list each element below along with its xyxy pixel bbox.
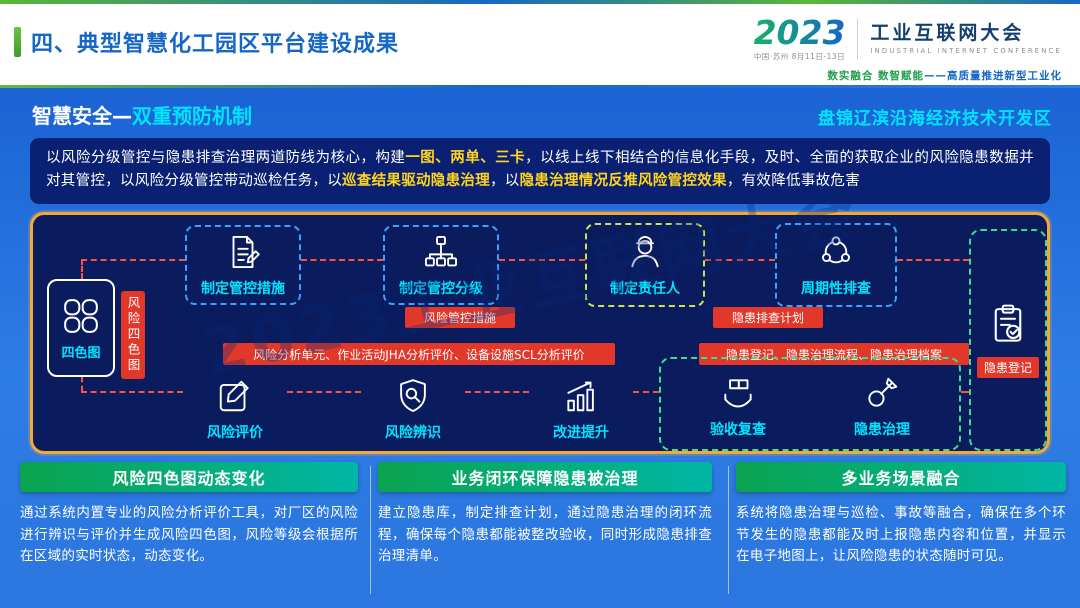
pencil-square-icon [219, 380, 249, 411]
logo-name: 工业互联网大会 [870, 22, 1025, 45]
top-accent-strip [0, 0, 1080, 4]
intro-paragraph: 以风险分级管控与隐患排查治理两道防线为核心，构建一图、两单、三卡，以线上线下相结… [30, 138, 1050, 204]
connector [301, 259, 383, 261]
hierarchy-icon [425, 235, 457, 266]
node-risk-evaluation: 风险评价 [183, 369, 287, 449]
intro-hl3: 隐患治理情况反推风险管控效果 [519, 173, 727, 190]
logo-year-block: 2023 中国·苏州 8月11日-13日 [754, 16, 846, 62]
node-label: 验收复查 [710, 421, 766, 438]
risk-analysis-banner: 风险分析单元、作业活动JHA分析评价、设备设施SCL分析评价 [223, 343, 615, 365]
node-label: 制定管控分级 [399, 280, 483, 297]
logo-name-block: 工业互联网大会 INDUSTRIAL INTERNET CONFERENCE [870, 22, 1062, 55]
node-label: 风险评价 [207, 424, 263, 441]
title-row: 四、典型智慧化工园区平台建设成果 [14, 26, 399, 58]
connector [961, 391, 969, 393]
node-hazard-treatment: 隐患治理 [827, 367, 937, 445]
logo-tagline: 数实融合 数智赋能——高质量推进新型工业化 [827, 68, 1062, 83]
node-responsible-person: 制定责任人 [585, 223, 705, 307]
column-scene-fusion: 多业务场景融合 系统将隐患治理与巡检、事故等融合，确保在多个环节发生的隐患都能及… [736, 462, 1066, 568]
risk-control-measures-tag: 风险管控措施 [405, 307, 515, 328]
connector [897, 259, 969, 261]
title-accent-bar [14, 27, 21, 57]
node-acceptance-review: 验收复查 [683, 367, 793, 445]
page-title: 四、典型智慧化工园区平台建设成果 [31, 32, 400, 57]
hazard-registration-tag: 隐患登记 [977, 356, 1039, 378]
section-title-highlight: 双重预防机制 [132, 104, 252, 128]
cycle-network-icon [821, 235, 851, 263]
node-label: 改进提升 [553, 424, 609, 441]
column-closed-loop: 业务闭环保障隐患被治理 建立隐患库，制定排查计划，通过隐患治理的闭环流程，确保每… [378, 462, 712, 568]
four-color-map-icon [64, 298, 98, 333]
column-body-1: 通过系统内置专业的风险分析评价工具，对厂区的风险进行辨识与评价并生成风险四色图，… [20, 505, 358, 565]
section-title-prefix: 智慧安全— [32, 104, 132, 128]
node-label: 制定责任人 [610, 280, 680, 297]
node-label: 隐患治理 [854, 421, 910, 438]
node-periodic-inspection: 周期性排查 [775, 223, 897, 307]
connector [633, 391, 659, 393]
section-title: 智慧安全—双重预防机制 [32, 100, 252, 129]
logo-divider [857, 19, 859, 59]
connector [705, 259, 775, 261]
clipboard-check-icon [994, 304, 1022, 342]
risk-four-color-tag: 风险四色图 [121, 291, 145, 379]
header: 四、典型智慧化工园区平台建设成果 2023 中国·苏州 8月11日-13日 工业… [0, 4, 1080, 88]
column-divider [728, 466, 729, 594]
node-control-grading: 制定管控分级 [383, 225, 499, 305]
document-pencil-icon [232, 235, 260, 268]
bar-chart-up-icon [567, 381, 594, 411]
connector [81, 259, 185, 261]
four-color-map-node: 四色图 [47, 279, 115, 377]
logo-row: 2023 中国·苏州 8月11日-13日 工业互联网大会 INDUSTRIAL … [754, 16, 1062, 62]
node-control-measures: 制定管控措施 [185, 225, 301, 305]
node-improvement: 改进提升 [529, 369, 633, 449]
main-area: 智慧安全—双重预防机制 盘锦辽滨沿海经济技术开发区 以风险分级管控与隐患排查治理… [0, 88, 1080, 608]
column-title-2: 业务闭环保障隐患被治理 [378, 462, 712, 492]
node-label: 制定管控措施 [201, 280, 285, 297]
summary-columns: 风险四色图动态变化 通过系统内置专业的风险分析评价工具，对厂区的风险进行辨识与评… [0, 460, 1080, 608]
intro-hl1: 一图、两单、三卡 [405, 150, 526, 166]
tagline-left: 数实融合 数智赋能 [827, 70, 924, 82]
intro-seg1: 以风险分级管控与隐患排查治理两道防线为核心，构建 [46, 150, 406, 166]
node-label: 风险辨识 [385, 424, 441, 441]
logo-year: 2023 [753, 13, 846, 52]
hazard-treatment-group: 验收复查 隐患治理 [659, 357, 961, 451]
connector [499, 259, 585, 261]
logo-name-en: INDUSTRIAL INTERNET CONFERENCE [870, 46, 1062, 55]
logo-venue: 中国·苏州 8月11日-13日 [753, 52, 846, 61]
node-risk-identification: 风险辨识 [361, 369, 465, 449]
conference-logo: 2023 中国·苏州 8月11日-13日 工业互联网大会 INDUSTRIAL … [754, 16, 1062, 83]
column-title-1: 风险四色图动态变化 [20, 462, 358, 492]
column-body-2: 建立隐患库，制定排查计划，通过隐患治理的闭环流程，确保每个隐患都能被整改验收，同… [378, 505, 712, 565]
connector [465, 391, 529, 393]
hazard-registration-group: 隐患登记 [969, 229, 1047, 451]
header-rule [0, 85, 1080, 88]
intro-seg7: ，有效降低事故危害 [726, 173, 861, 190]
column-title-3: 多业务场景融合 [736, 462, 1066, 492]
column-divider [370, 466, 371, 594]
column-body-3: 系统将隐患治理与巡检、事故等融合，确保在多个环节发生的隐患都能及时上报隐患内容和… [736, 505, 1066, 565]
person-icon [631, 235, 659, 267]
connector [81, 259, 83, 279]
intro-seg5: ，以 [490, 173, 520, 190]
dual-prevention-diagram: 四色图 风险四色图 制定管控措施 制定管控分级 [30, 212, 1050, 454]
location-label: 盘锦辽滨沿海经济技术开发区 [818, 109, 1052, 129]
wrench-tool-icon [868, 377, 898, 407]
node-label: 周期性排查 [801, 280, 871, 297]
hand-boxes-icon [724, 378, 752, 407]
hazard-inspection-plan-tag: 隐患排查计划 [713, 307, 823, 328]
intro-hl2: 巡查结果驱动隐患治理 [342, 173, 490, 190]
connector [287, 391, 361, 393]
connector [81, 377, 83, 391]
four-color-map-label: 四色图 [61, 345, 101, 361]
connector [81, 391, 183, 393]
column-four-color-map: 风险四色图动态变化 通过系统内置专业的风险分析评价工具，对厂区的风险进行辨识与评… [20, 462, 358, 568]
shield-magnifier-icon [400, 378, 426, 412]
intro-seg3: ，以线上线下相结合的信息化手段，及时、全面的获取企业的风险隐患数据并对其管控，以… [46, 150, 1034, 190]
tagline-right: ——高质量推进新型工业化 [924, 70, 1062, 82]
